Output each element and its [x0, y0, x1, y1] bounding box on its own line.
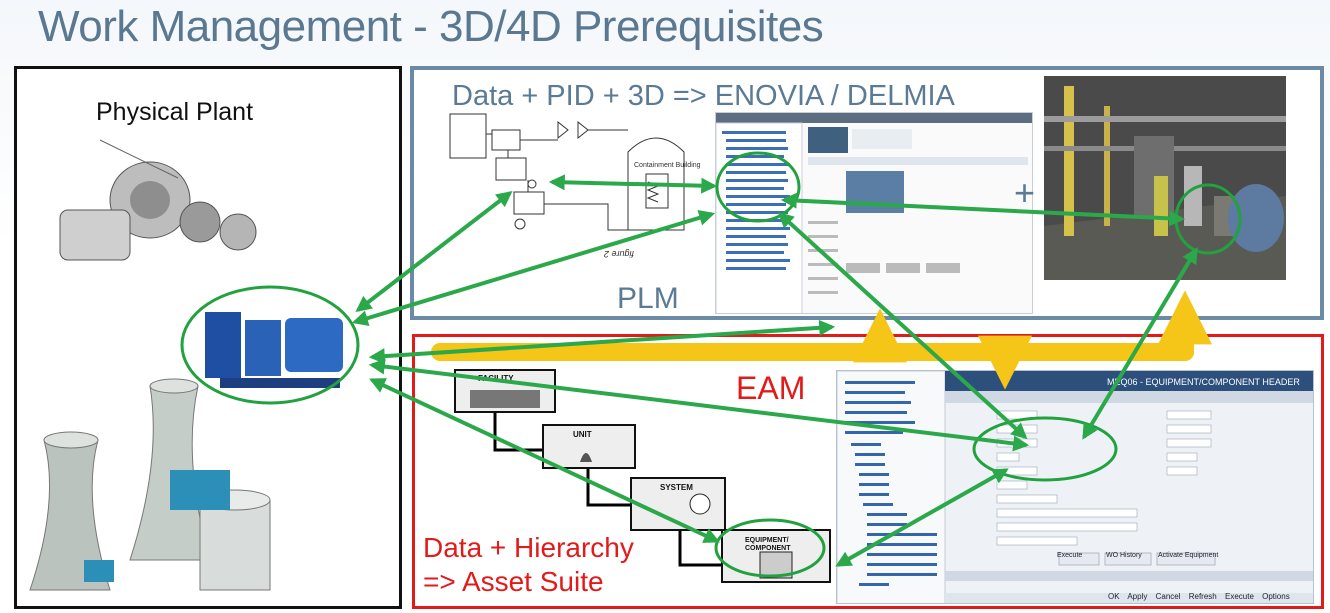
suite-ok-button[interactable]: OK: [1108, 592, 1120, 601]
pump-exploded-image: [59, 139, 257, 261]
suite-apply-button[interactable]: Apply: [1127, 592, 1148, 601]
hierarchy-caption-line2: => Asset Suite: [423, 566, 604, 597]
hierarchy-component-label: COMPONENT: [745, 545, 791, 552]
yellow-flow-arrows: [431, 290, 1212, 390]
pid-building-label: Containment Building: [634, 162, 701, 169]
eam-label: EAM: [736, 370, 806, 406]
suite-activate-button[interactable]: [1156, 552, 1216, 566]
hierarchy-system-label: SYSTEM: [660, 483, 693, 492]
physical-plant-label: Physical Plant: [96, 98, 254, 126]
suite-cancel-button[interactable]: Cancel: [1155, 592, 1181, 601]
hierarchy-unit-label: UNIT: [573, 430, 592, 439]
hierarchy-equipment-label: EQUIPMENT/: [745, 537, 789, 544]
suite-screen-header: MEQ06 - EQUIPMENT/COMPONENT HEADER: [1107, 377, 1300, 387]
suite-refresh-button[interactable]: Refresh: [1188, 592, 1217, 601]
plm-label: PLM: [617, 282, 679, 315]
suite-options-button[interactable]: Options: [1262, 592, 1290, 601]
suite-wo-history-button[interactable]: [1104, 552, 1152, 566]
page-title: Work Management - 3D/4D Prerequisites: [38, 2, 824, 51]
suite-footer-execute-button[interactable]: Execute: [1224, 592, 1254, 601]
suite-execute-button[interactable]: [1058, 552, 1100, 566]
pump-highlight-ellipse: [180, 285, 360, 405]
green-link-arrows: [351, 174, 1198, 567]
suite-wo-history-label: WO History: [1106, 552, 1142, 559]
cooling-tower-image: [29, 378, 271, 591]
3d-plant-render: [1044, 76, 1286, 280]
plus-sign: +: [1014, 172, 1036, 213]
hierarchy-caption-line1: Data + Hierarchy: [423, 532, 634, 563]
suite-highlight-ellipse: [972, 416, 1118, 482]
suite-footer-buttons: OK Apply Cancel Refresh Execute Options: [1108, 592, 1290, 601]
suite-activate-label: Activate Equipment: [1158, 552, 1219, 559]
suite-execute-label: Execute: [1057, 552, 1083, 559]
enovia-highlight-ellipse: [715, 151, 801, 223]
plm-header: Data + PID + 3D => ENOVIA / DELMIA: [452, 80, 955, 112]
pump-image: [205, 312, 343, 388]
render-highlight-ellipse: [1174, 183, 1242, 255]
hierarchy-highlight-ellipse: [714, 518, 826, 578]
